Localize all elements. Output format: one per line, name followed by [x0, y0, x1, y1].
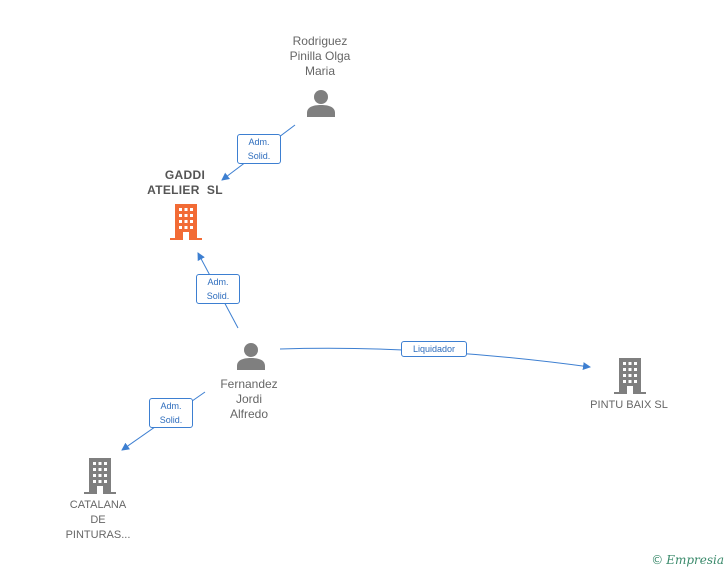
brand-logo: ©Empresia	[651, 553, 724, 567]
node-label-catalana[interactable]: CATALANA DE PINTURAS...	[48, 498, 148, 543]
brand-name: Empresia	[666, 553, 724, 567]
label-line: Jordi	[235, 392, 262, 406]
edge-label-rodriguez-gaddi: Adm. Solid.	[237, 134, 281, 164]
label-line: Rodriguez	[292, 34, 348, 48]
copyright-icon: ©	[651, 553, 664, 567]
label-line: CATALANA	[69, 499, 127, 511]
edge-label-fernandez-pintu: Liquidador	[401, 341, 467, 357]
node-label-fernandez[interactable]: Fernandez Jordi Alfredo	[199, 377, 299, 422]
edge-label-fernandez-gaddi: Adm. Solid.	[196, 274, 240, 304]
node-label-pintu[interactable]: PINTU BAIX SL	[574, 398, 684, 413]
building-icon[interactable]	[614, 358, 646, 394]
label-line: Alfredo	[229, 407, 269, 421]
label-line: Maria	[304, 64, 335, 78]
building-icon[interactable]	[84, 458, 116, 494]
label-line: Pinilla Olga	[289, 49, 351, 63]
label-line: DE	[90, 514, 106, 526]
edge-label-fernandez-catalana: Adm. Solid.	[149, 398, 193, 428]
label-line: Fernandez	[220, 377, 278, 391]
label-line: PINTU BAIX SL	[590, 399, 668, 411]
building-icon[interactable]	[170, 204, 202, 240]
node-label-rodriguez[interactable]: Rodriguez Pinilla Olga Maria	[268, 34, 372, 79]
person-icon[interactable]	[236, 341, 266, 371]
person-icon[interactable]	[306, 88, 336, 118]
label-line: ATELIER SL	[147, 183, 223, 197]
label-line: GADDI	[164, 168, 206, 182]
node-label-gaddi[interactable]: GADDI ATELIER SL	[133, 168, 237, 198]
label-line: PINTURAS...	[65, 529, 131, 541]
